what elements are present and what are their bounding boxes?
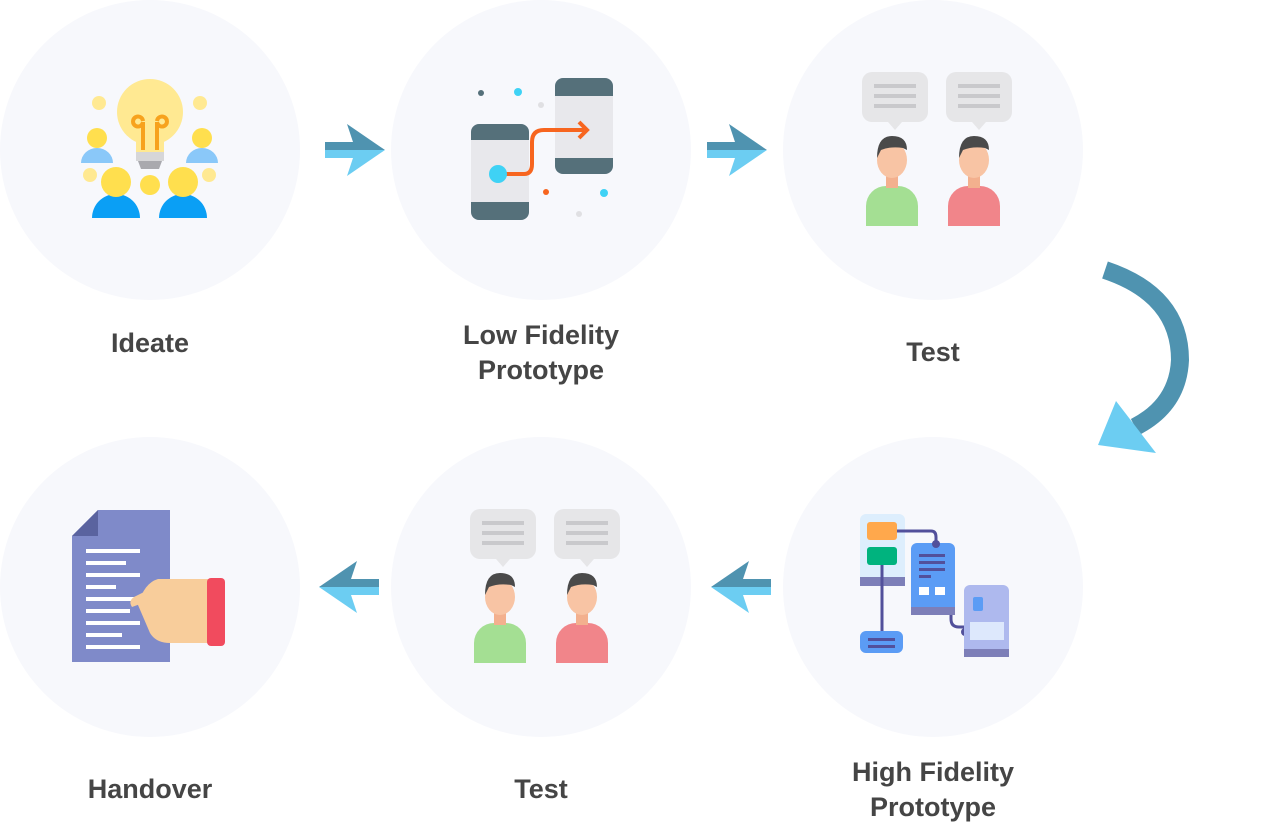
step-test-1-label: Test [906,337,960,367]
document-handover-icon [72,510,225,662]
label-line-2: Prototype [869,792,996,822]
label-line-1: High Fidelity [852,757,1014,787]
right-arrow-icon [707,124,767,176]
wireframe-flow-icon [471,78,613,220]
step-handover-label: Handover [87,774,213,804]
user-testing-icon [470,509,620,663]
step-ideate-circle [0,0,300,300]
left-arrow-icon [711,561,771,613]
curved-down-arrow-icon [1098,261,1190,453]
step-ideate-label: Ideate [110,328,190,358]
step-low-fidelity-circle [391,0,691,300]
right-arrow-icon [325,124,385,176]
brainstorm-lightbulb-icon [81,79,218,218]
user-testing-icon [862,72,1012,226]
step-handover-circle [0,437,300,737]
label-line-2: Prototype [477,355,604,385]
hifi-flowchart-icon [860,514,1009,657]
label-line-1: Low Fidelity [462,320,619,350]
step-test-2-label: Test [514,774,568,804]
left-arrow-icon [319,561,379,613]
step-high-fidelity-circle [783,437,1083,737]
step-test-2-circle [391,437,691,737]
step-test-1-circle [783,0,1083,300]
